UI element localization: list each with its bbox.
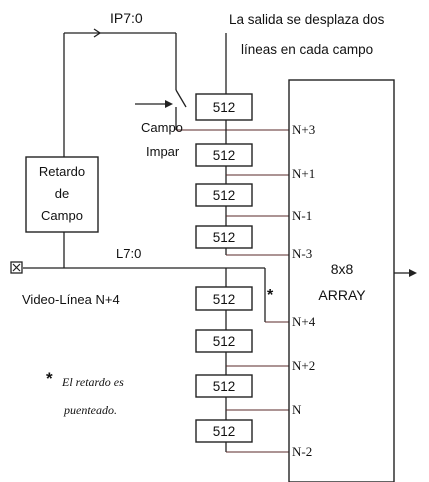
- line-delay-6: [195, 329, 253, 353]
- array-box: [288, 79, 395, 482]
- line-delay-7-label: 512: [213, 379, 236, 394]
- bottom-input-label: L7:0: [116, 246, 141, 261]
- line-delay-6-label: 512: [213, 334, 236, 349]
- line-delay-2: [195, 143, 253, 167]
- line-delay-3: [195, 183, 253, 207]
- field-delay-line-3: Campo: [41, 208, 83, 223]
- tap-label-n+4: N+4: [292, 314, 316, 329]
- switch-label-line-2: Impar: [146, 144, 180, 159]
- tap-label-n: N: [292, 402, 302, 417]
- footnote-line-1: El retardo es: [61, 375, 124, 389]
- tap-label-n-1: N-1: [292, 208, 312, 223]
- footnote-line-2: puenteado.: [63, 403, 117, 417]
- line-delay-5: [195, 286, 253, 311]
- field-switch: [175, 89, 187, 108]
- top-input-label: IP7:0: [110, 10, 143, 26]
- switch-pointer-head: [165, 100, 173, 108]
- footnote-asterisk: *: [46, 369, 53, 388]
- video-line-label: Video-Línea N+4: [22, 292, 120, 307]
- ip-bus-arrow: [93, 28, 102, 38]
- tap-label-n-3: N-3: [292, 246, 312, 261]
- array-label-line-2: ARRAY: [318, 287, 366, 303]
- terminal-cross: [12, 263, 21, 272]
- line-delay-8: [195, 419, 253, 443]
- field-delay-line-2: de: [55, 186, 69, 201]
- line-delay-1-label: 512: [213, 100, 236, 115]
- line-delay-4-label: 512: [213, 230, 236, 245]
- tap-label-n+2: N+2: [292, 358, 315, 373]
- output-arrow-icon: [409, 269, 417, 277]
- heading-line-2: líneas en cada campo: [241, 42, 373, 57]
- line-delay-4: [195, 225, 253, 249]
- tap-label-n+1: N+1: [292, 166, 315, 181]
- field-delay-box: [25, 156, 99, 233]
- line-delay-1: [195, 93, 253, 121]
- line-delay-8-label: 512: [213, 424, 236, 439]
- line-delay-3-label: 512: [213, 188, 236, 203]
- heading-line-1: La salida se desplaza dos: [229, 12, 385, 27]
- line-delay-7: [195, 374, 253, 398]
- tap-label-n-2: N-2: [292, 444, 312, 459]
- bypass-asterisk: *: [267, 287, 274, 304]
- field-delay-line-1: Retardo: [39, 164, 85, 179]
- tap-label-n+3: N+3: [292, 122, 315, 137]
- switch-label-line-1: Campo: [141, 120, 183, 135]
- line-delay-2-label: 512: [213, 148, 236, 163]
- array-label-line-1: 8x8: [331, 261, 354, 277]
- line-delay-5-label: 512: [213, 292, 236, 307]
